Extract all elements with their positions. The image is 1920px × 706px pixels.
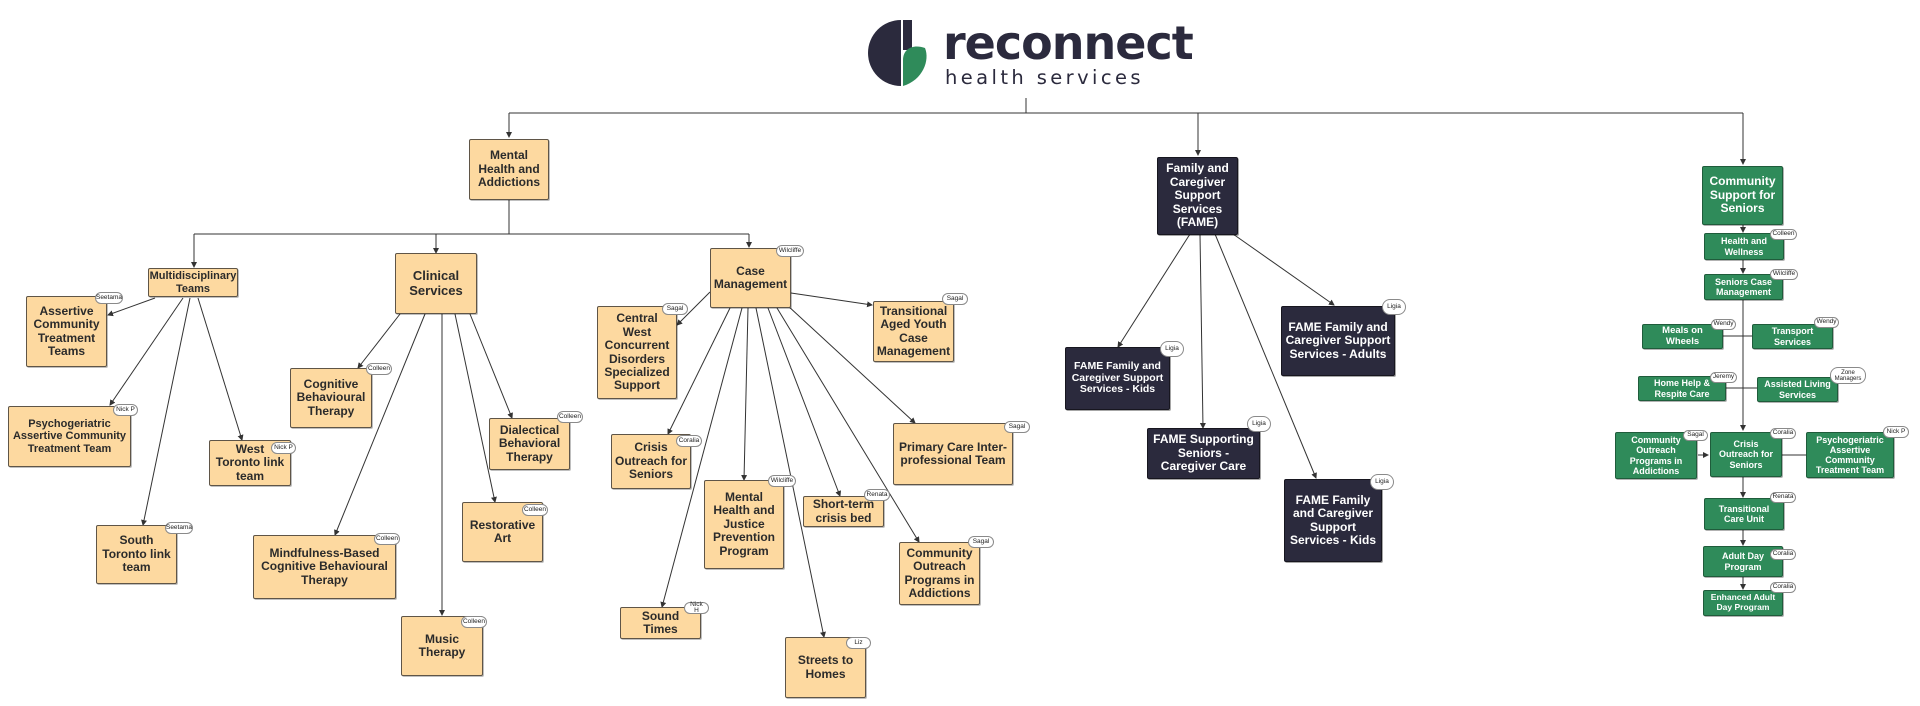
- logo-wordmark: reconnect: [943, 16, 1194, 70]
- node-short-term-crisis-bed: Short-term crisis bed: [803, 496, 884, 527]
- tag-dbt: Colleen: [557, 411, 583, 423]
- tag-cbt: Colleen: [366, 363, 392, 375]
- tag-central-west-concurrent: Sagal: [662, 303, 688, 315]
- tag-south-toronto-link: Seetama: [165, 522, 193, 534]
- logo-subtitle: health services: [945, 66, 1144, 89]
- tag-psychogeriatric-act: Nick P: [113, 404, 138, 416]
- reconnect-logo: reconnect health services: [868, 16, 1194, 90]
- tag-short-term-crisis-bed: Renata: [864, 489, 890, 501]
- tag-west-toronto-link: Nick P: [271, 442, 296, 454]
- tag-fame-adults: Ligia: [1382, 299, 1406, 315]
- tag-case-management: Wilcliffe: [776, 245, 804, 257]
- node-fame-kids-2: FAME Family and Caregiver Support Servic…: [1284, 479, 1382, 562]
- reconnect-logo-mark: [868, 20, 927, 86]
- node-fame-supporting-seniors: FAME Supporting Seniors - Caregiver Care: [1147, 428, 1260, 479]
- tag-act-teams: Seetama: [95, 292, 123, 304]
- tag-home-help-respite: Jeremy: [1710, 372, 1737, 383]
- tag-mindfulness-cbt: Colleen: [374, 533, 400, 545]
- node-mindfulness-cbt: Mindfulness-Based Cognitive Behavioural …: [253, 535, 396, 599]
- node-enhanced-adult-day-program: Enhanced Adult Day Program: [1703, 590, 1783, 616]
- node-fame: Family and Caregiver Support Services (F…: [1157, 157, 1238, 235]
- tag-transitional-care-unit: Renata: [1770, 492, 1796, 503]
- node-dbt: Dialectical Behavioral Therapy: [489, 418, 570, 470]
- tag-enhanced-adult-day-program: Coralia: [1770, 582, 1796, 593]
- node-transport-services: Transport Services: [1752, 324, 1833, 349]
- tag-restorative-art: Colleen: [522, 504, 548, 516]
- tag-sound-times: Nick H: [684, 601, 709, 614]
- tag-fame-kids-2: Ligia: [1370, 474, 1394, 490]
- tag-assisted-living: Zone Managers: [1830, 367, 1866, 384]
- node-south-toronto-link: South Toronto link team: [96, 525, 177, 584]
- node-act-teams: Assertive Community Treatment Teams: [26, 296, 107, 367]
- node-central-west-concurrent: Central West Concurrent Disorders Specia…: [597, 306, 677, 399]
- node-case-management: Case Management: [710, 248, 791, 308]
- node-west-toronto-link: West Toronto link team: [209, 440, 291, 486]
- node-fame-kids-1: FAME Family and Caregiver Support Servic…: [1065, 347, 1170, 410]
- node-multidisciplinary-teams: Multidisciplinary Teams: [148, 268, 238, 297]
- tag-primary-care: Sagal: [1004, 421, 1030, 433]
- node-assisted-living: Assisted Living Services: [1757, 377, 1838, 402]
- node-clinical-services: Clinical Services: [395, 253, 477, 314]
- tag-music-therapy: Colleen: [461, 616, 487, 628]
- node-primary-care: Primary Care Inter-professional Team: [893, 423, 1013, 485]
- tag-health-wellness: Colleen: [1770, 229, 1797, 240]
- node-community-outreach-mha: Community Outreach Programs in Addiction…: [899, 542, 980, 605]
- node-community-outreach-css: Community Outreach Programs in Addiction…: [1615, 432, 1697, 479]
- node-adult-day-program: Adult Day Program: [1703, 546, 1783, 577]
- node-psychogeriatric-css: Psychogeriatric Assertive Community Trea…: [1806, 432, 1894, 478]
- node-seniors-case-management: Seniors Case Management: [1704, 274, 1783, 300]
- node-cbt: Cognitive Behavioural Therapy: [290, 368, 372, 428]
- tag-fame-supporting-seniors: Ligia: [1247, 416, 1271, 432]
- tag-psychogeriatric-css: Nick P: [1883, 426, 1909, 438]
- tag-community-outreach-css: Sagal: [1683, 430, 1708, 441]
- node-psychogeriatric-act: Psychogeriatric Assertive Community Trea…: [8, 406, 131, 467]
- node-transitional-youth: Transitional Aged Youth Case Management: [873, 301, 954, 362]
- node-transitional-care-unit: Transitional Care Unit: [1704, 498, 1784, 530]
- tag-streets-to-homes: Liz: [846, 637, 871, 649]
- tag-mental-health-justice: Wilcliffe: [768, 475, 796, 487]
- tag-community-outreach-mha: Sagal: [968, 536, 994, 548]
- node-crisis-outreach-css: Crisis Outreach for Seniors: [1710, 432, 1782, 477]
- tag-fame-kids-1: Ligia: [1160, 341, 1184, 357]
- tag-crisis-outreach-css: Coralia: [1770, 428, 1796, 439]
- node-community-support-seniors: Community Support for Seniors: [1702, 166, 1783, 225]
- node-fame-adults: FAME Family and Caregiver Support Servic…: [1281, 306, 1395, 376]
- tag-adult-day-program: Coralia: [1770, 549, 1796, 560]
- node-meals-on-wheels: Meals on Wheels: [1642, 324, 1723, 349]
- tag-transitional-youth: Sagal: [942, 293, 968, 305]
- tag-meals-on-wheels: Wendy: [1711, 319, 1736, 330]
- node-mental-health-justice: Mental Health and Justice Prevention Pro…: [704, 480, 784, 569]
- tag-seniors-case-management: Wilcliffe: [1770, 269, 1798, 280]
- node-mental-health-addictions: Mental Health and Addictions: [469, 139, 549, 200]
- tag-transport-services: Wendy: [1814, 317, 1839, 328]
- tag-crisis-outreach-mha: Coralia: [676, 435, 702, 447]
